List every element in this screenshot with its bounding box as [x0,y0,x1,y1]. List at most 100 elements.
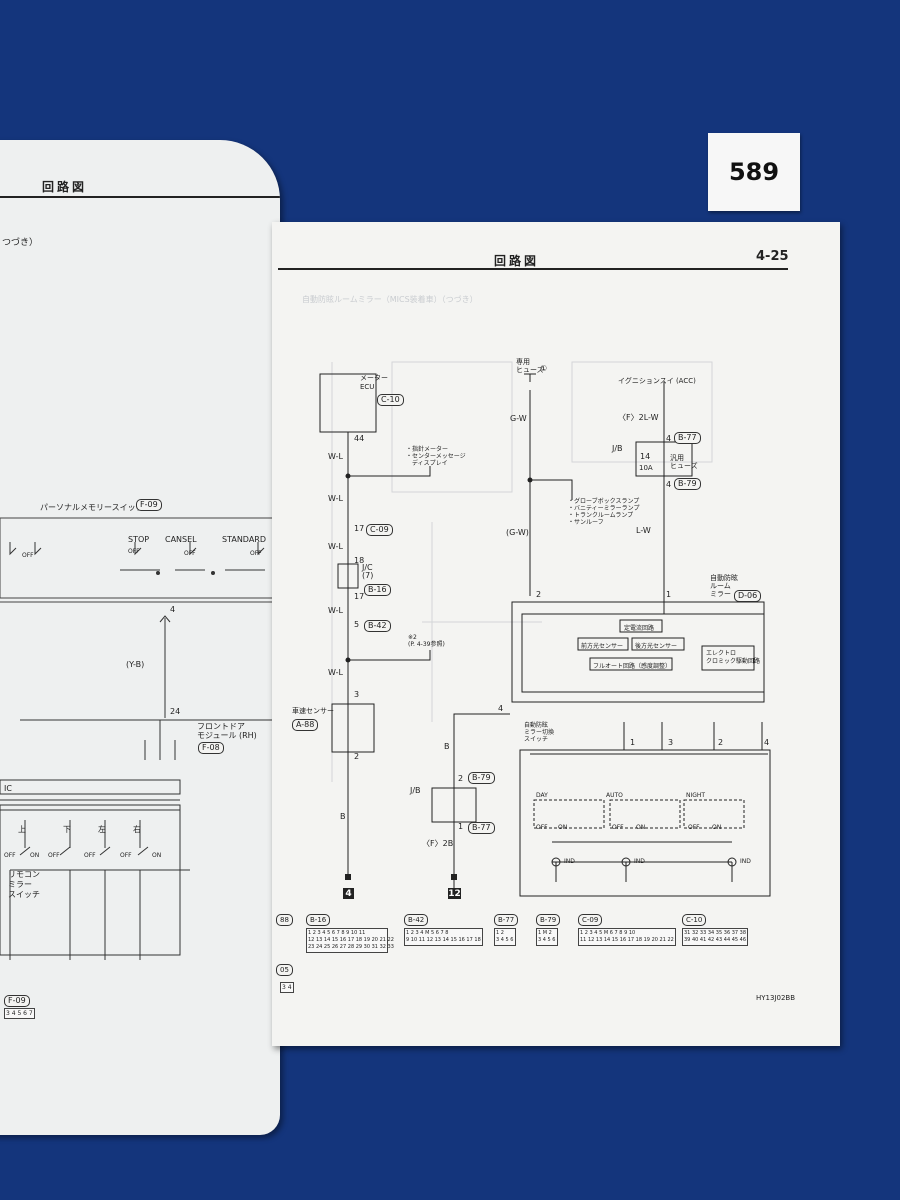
b16-code: B-16 [364,584,391,596]
meter-ecu-code: C-10 [377,394,404,406]
switch-pin-label: 2 [718,738,724,747]
b79b-code: B-79 [468,772,495,784]
connector-code: B-42 [404,914,429,926]
off-label: OFF [84,852,96,859]
pin-1c-label: 1 [458,822,464,831]
wire-f2lw-label: 〈F〉2L-W [618,413,659,422]
const-circuit-label: 定電流回路 [624,625,655,632]
continuation-label: つづき） [2,238,39,248]
wire-f2b-label: 〈F〉2B [422,839,454,848]
pin-3-label: 3 [354,690,360,699]
right-page: 回路図 4-25 自動防眩ルームミラー（MICS装着車）（つづき） [272,222,840,1046]
fuse-amp-label: 10A [639,464,653,472]
pin-4b-label: 4 [666,434,672,443]
off-label: OFF [536,824,548,831]
meter-ecu-label: メーター ECU [360,374,388,391]
wire-wl-label: W-L [328,542,343,551]
off-label: OFF [688,824,700,831]
dir-up-label: 上 [18,825,26,834]
pin-17-label: 17 [354,524,365,533]
pin-2-label: 2 [354,752,360,761]
on-label: ON [152,852,162,859]
left-schematic [0,517,280,960]
pin-4-label: 4 [170,605,176,614]
connector-pins: 1 2 3 4 5 6 [494,928,516,946]
right-page-header: 回路図 [494,254,540,268]
switch-pin-label: 4 [764,738,770,747]
pin-2b-label: 2 [536,590,542,599]
connector-code: B-77 [494,914,519,926]
right-schematic [319,361,771,897]
connector-pins: 1 2 3 4 M 5 6 7 8 9 10 11 12 13 14 15 16… [404,928,483,946]
dedicated-fuse-label: 専用 ヒューズ [516,358,544,374]
ind-label: IND [634,858,645,865]
front-door-module-label: フロントドア モジュール (RH) [197,722,257,740]
note2: ※2 (P. 4-39参照) [408,634,445,648]
jb2-label: J/B [410,786,421,795]
wire-wl-label: W-L [328,452,343,461]
partial-connector-pins: 3 4 [280,982,294,993]
connector-code: B-16 [306,914,331,926]
ignition-switch-label: イグニションスイ (ACC) [618,377,696,385]
ic-label: IC [4,784,12,793]
on-label: ON [636,824,646,831]
wire-b-label: B [340,812,346,821]
on-label: ON [30,852,40,859]
standard-label: STANDARD [222,535,267,544]
switch-pin-label: 1 [630,738,636,747]
pin-2c-label: 2 [458,774,464,783]
connector-code: B-79 [536,914,561,926]
speed-sensor-code: A-88 [292,719,319,731]
pin-24-label: 24 [170,707,181,716]
memory-switch-title: パーソナルメモリースイッチ [40,503,144,512]
ind-label: IND [564,858,575,865]
mirror-code: D-06 [734,590,762,602]
switch-pin-4-label: 4 [498,704,504,713]
off-label: OFF [22,552,34,559]
ind-label: IND [740,858,751,865]
ghost-section-title: 自動防眩ルームミラー（MICS装着車）（つづき） [302,295,478,304]
connector-code: C-09 [578,914,603,926]
wire-wl-label: W-L [328,668,343,677]
lot-number-tag: 589 [708,133,800,211]
pin-17b-label: 17 [354,592,365,601]
stop-label: STOP [128,535,150,544]
front-door-module-code: F-08 [198,742,224,754]
on-label: ON [712,824,722,831]
cansel-label: CANSEL [165,535,197,544]
full-auto-circuit-label: フルオート回路（感度調整） [593,663,672,670]
pin-4c-label: 4 [666,480,672,489]
right-header-rule [278,268,788,270]
wire-b2-label: B [444,742,450,751]
speed-sensor-label: 車速センサー [292,707,334,715]
front-sensor-label: 前方光センサー [581,643,624,650]
auto-dimming-mirror-label: 自動防眩 ルーム ミラー [710,574,738,598]
partial-connector-code: 88 [276,914,293,926]
wire-gw-paren-label: (G-W) [506,528,529,537]
b77-code: B-77 [674,432,701,444]
dir-left-label: 左 [98,825,106,834]
jc-label: J/C (7) [362,563,374,580]
c09-code: C-09 [366,524,393,536]
left-page: 回路図 つづき） パーソナルメモリースイッチ F-09 STOP CANSEL … [0,140,280,1135]
off-label: OFF [250,550,262,557]
connector-pins: 1 M 2 3 4 5 6 [536,928,558,946]
wire-lw-label: L-W [636,526,651,535]
pin-44-label: 44 [354,434,365,443]
switch-pin-label: 3 [668,738,674,747]
fuse-note: ・グローブボックスランプ ・バニティーミラーランプ ・トランクルームランプ ・サ… [568,498,640,526]
meter-note: ・指針メーター ・センターメッセージ ディスプレイ [406,446,466,467]
off-label: OFF [4,852,16,859]
left-page-header: 回路図 [42,180,88,194]
b42-code: B-42 [364,620,391,632]
fuse-number: ① [540,364,548,373]
fuse-14-label: 14 [640,452,651,461]
connector-pins: 1 2 3 4 5 6 7 8 9 10 11 12 13 14 15 16 1… [306,928,394,953]
remote-mirror-switch-label: リモコン ミラー スイッチ [8,870,40,899]
pin-5-label: 5 [354,620,360,629]
night-label: NIGHT [686,792,706,799]
left-header-rule [0,196,280,198]
bottom-connector-code: F-09 [4,995,30,1007]
pin-1-label: 1 [666,590,672,599]
bottom-connector-pins: 3 4 5 6 7 [4,1008,35,1019]
